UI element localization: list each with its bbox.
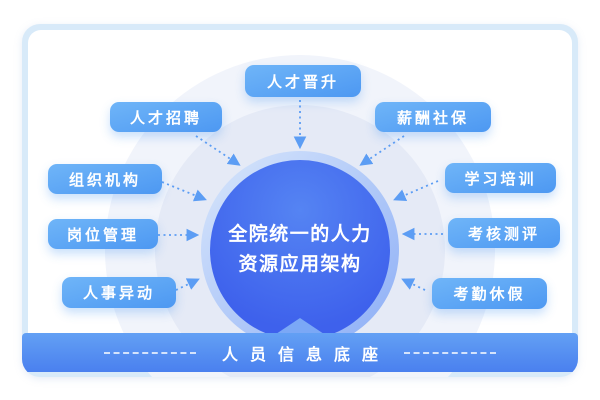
base-bar: 人员信息底座 xyxy=(22,333,578,372)
dashed-arrow-layer xyxy=(158,100,443,291)
module-pill-talent-promotion: 人才晋升 xyxy=(245,65,361,97)
bar-right-dashed-line xyxy=(404,351,496,354)
module-pill-learning-training: 学习培训 xyxy=(445,163,556,193)
arrow-learning-training xyxy=(393,180,439,202)
bar-left-dashed-line xyxy=(103,351,196,354)
base-bar-label: 人员信息底座 xyxy=(221,346,390,364)
arrow-talent-recruitment xyxy=(195,135,241,166)
module-pill-personnel-transfer: 人事异动 xyxy=(62,277,176,308)
architecture-diagram-card: 全院统一的人力 资源应用架构 人才晋升 人才招聘 薪酬社保 组织机构 学习培训 … xyxy=(22,24,578,377)
arrow-organization xyxy=(161,181,207,202)
center-title-line2: 资源应用架构 xyxy=(238,254,362,275)
bar-up-pointer-triangle xyxy=(276,318,324,334)
center-title-line1: 全院统一的人力 xyxy=(228,224,372,245)
arrow-salary-social-security xyxy=(359,135,405,166)
module-pill-assessment-evaluation: 考核测评 xyxy=(448,218,560,248)
arrow-personnel-transfer xyxy=(175,278,200,291)
module-pill-salary-social-security: 薪酬社保 xyxy=(375,102,491,132)
module-pill-position-management: 岗位管理 xyxy=(48,219,158,249)
module-pill-organization: 组织机构 xyxy=(48,164,162,194)
center-circle: 全院统一的人力 资源应用架构 xyxy=(210,160,390,340)
arrow-attendance-leave xyxy=(401,278,426,291)
module-pill-talent-recruitment: 人才招聘 xyxy=(110,102,222,132)
module-pill-attendance-leave: 考勤休假 xyxy=(432,278,547,309)
